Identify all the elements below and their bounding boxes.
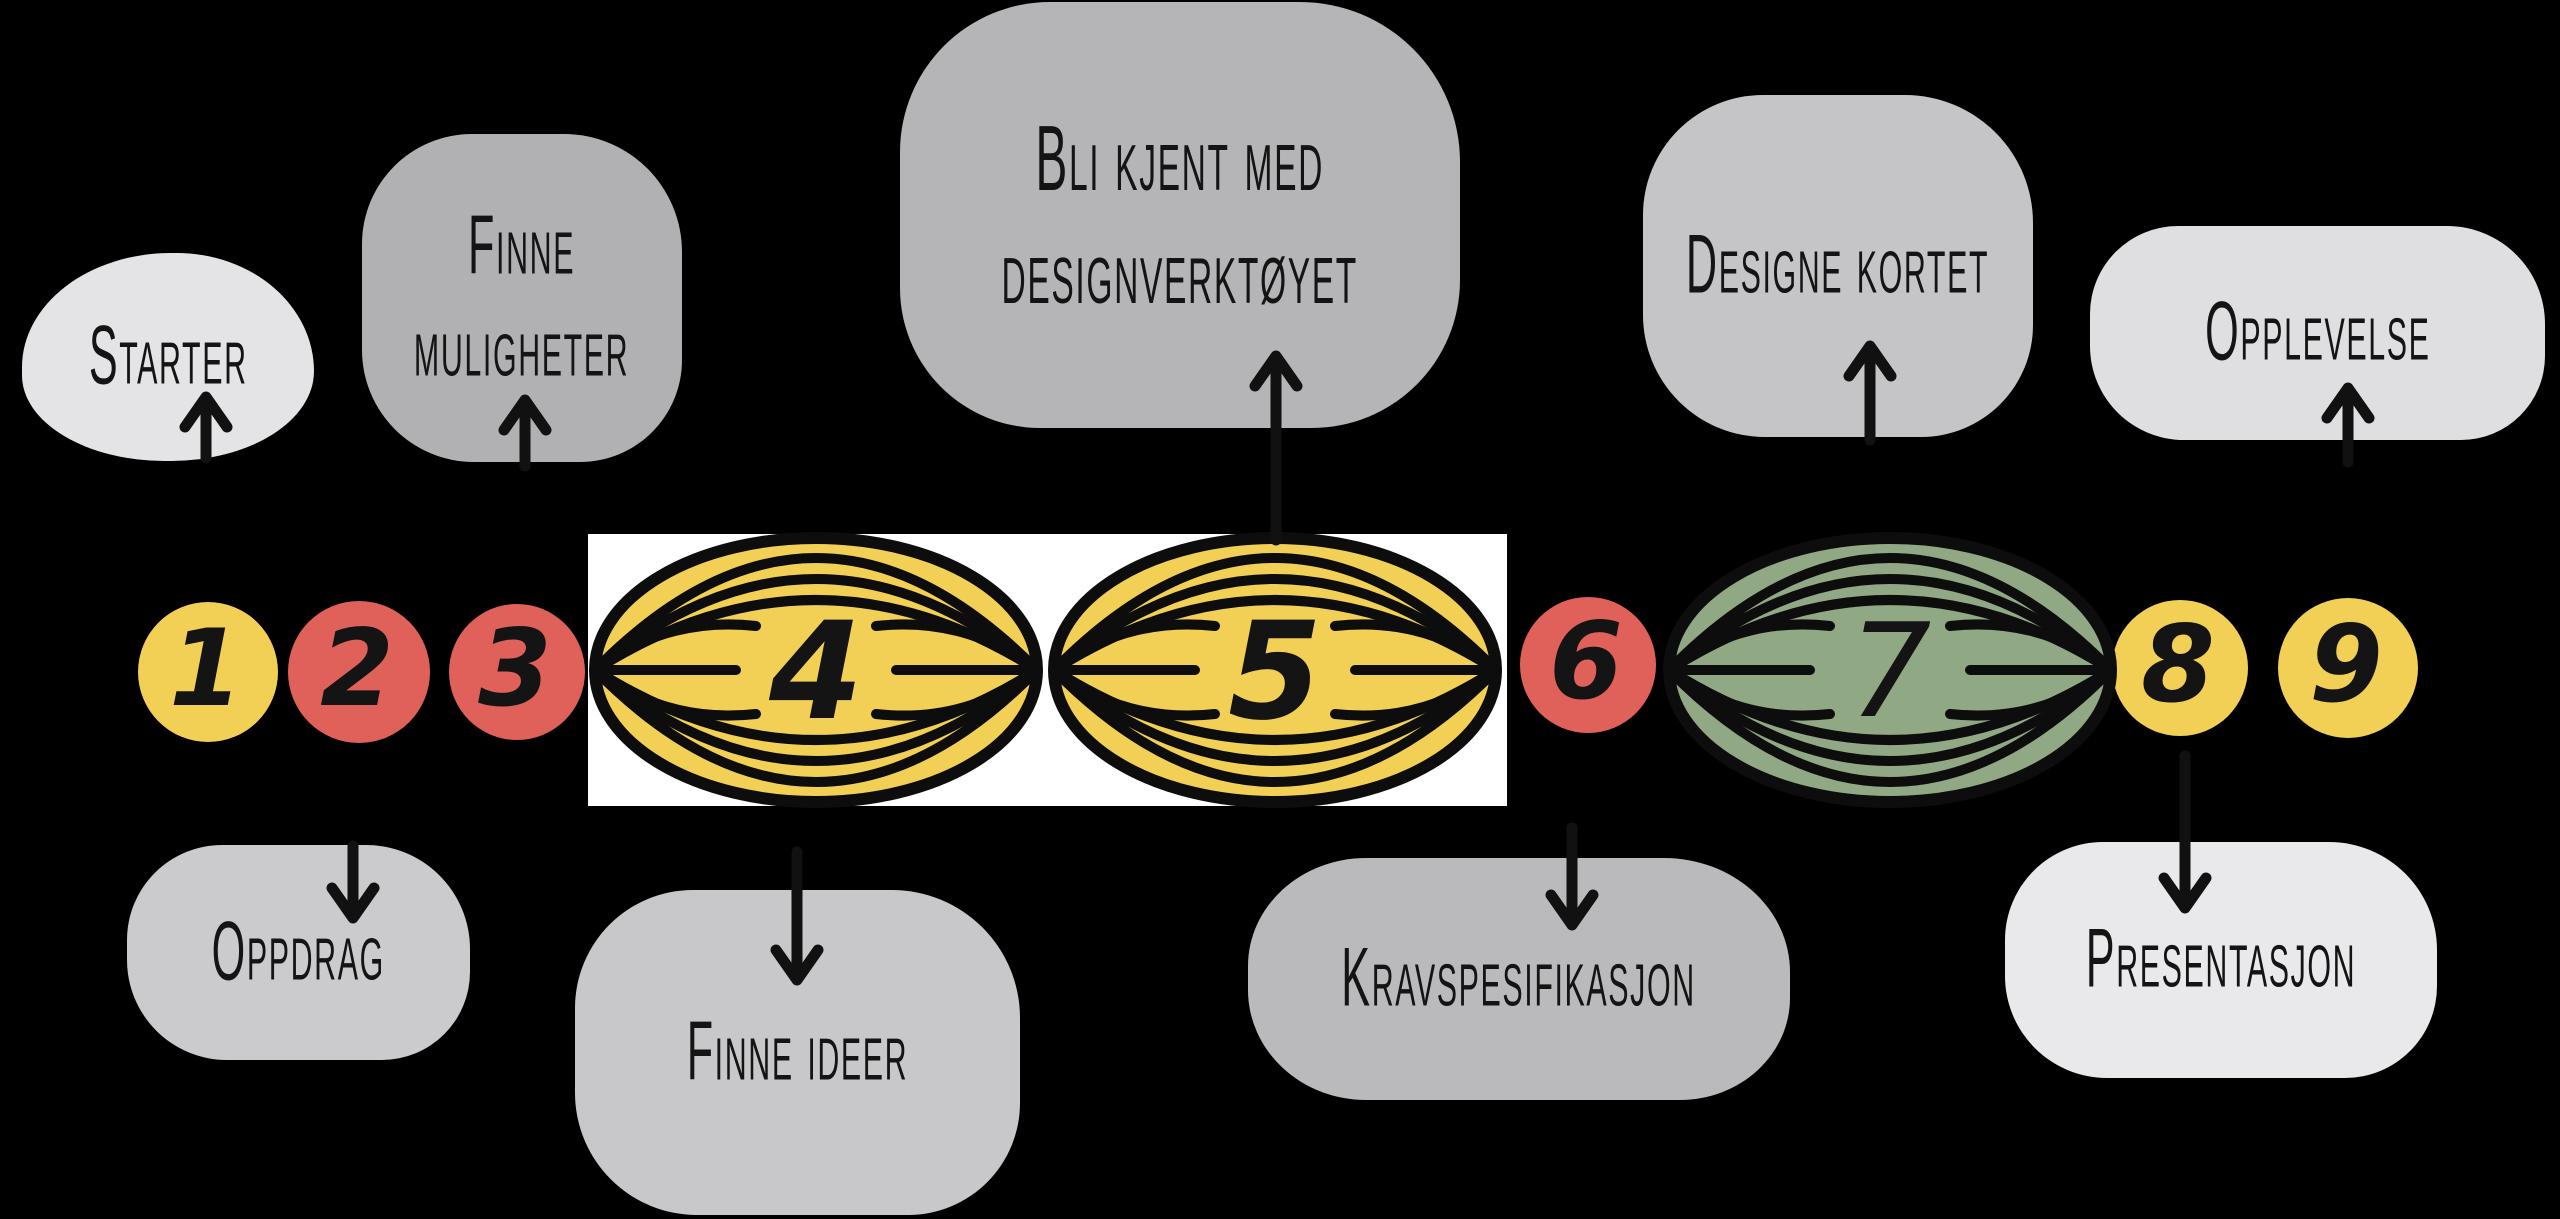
step-3-number: 3 (478, 606, 552, 730)
arrow-step4-to-finne-ideer (770, 846, 824, 986)
label-line: Opplevelse (2204, 285, 2431, 379)
arrow-step7-to-designe-kortet (1843, 340, 1897, 446)
label-line: Presentasjon (2085, 912, 2357, 1006)
step-9-number: 9 (2309, 602, 2383, 726)
step-8-number: 8 (2141, 602, 2215, 726)
step-2-number: 2 (320, 606, 394, 730)
step-1-circle: 1 (138, 602, 278, 742)
arrow-step1-to-starter (179, 391, 233, 464)
label-line: muligheter (414, 301, 630, 395)
label-text: Finne muligheter (414, 196, 629, 400)
step-9-circle: 9 (2278, 598, 2418, 738)
label-text: Opplevelse (2205, 282, 2430, 384)
label-blob-presentasjon: Presentasjon (2005, 842, 2437, 1078)
label-text: Presentasjon (2086, 909, 2356, 1011)
step-6-number: 6 (1549, 599, 1623, 723)
label-line: Designe kortet (1686, 218, 1990, 312)
label-line: Starter (88, 309, 248, 403)
label-line: Kravspesifikasjon (1341, 931, 1697, 1025)
step-5-number: 5 (1228, 593, 1322, 750)
label-text: Designe kortet (1686, 215, 1989, 317)
step-4-number: 4 (768, 593, 863, 750)
label-blob-starter: Starter (22, 253, 314, 461)
arrow-step3-to-finne-muligheter (498, 394, 552, 472)
step-7-number: 7 (1849, 595, 1932, 747)
label-text: Bli kjent med designverktøyet (1002, 102, 1358, 329)
step-6-circle: 6 (1520, 597, 1656, 733)
arrow-step2-to-oppdrag (326, 840, 380, 924)
label-blob-designe-kortet: Designe kortet (1643, 95, 2033, 437)
step-4-lens: 4 (576, 520, 1056, 820)
label-text: Kravspesifikasjon (1342, 928, 1696, 1030)
label-line: Bli kjent med (1035, 106, 1325, 211)
label-line: designverktøyet (1001, 219, 1359, 324)
step-1-number: 1 (169, 606, 243, 730)
label-line: Finne ideer (686, 1004, 909, 1098)
label-blob-oppdrag: Oppdrag (127, 845, 470, 1060)
arrow-step8-to-presentasjon (2158, 750, 2212, 914)
label-blob-finne-muligheter: Finne muligheter (362, 134, 682, 462)
step-8-circle: 8 (2112, 600, 2248, 736)
label-text: Finne ideer (687, 1001, 909, 1103)
step-2-circle: 2 (288, 601, 430, 743)
label-blob-opplevelse: Opplevelse (2090, 226, 2545, 440)
arrow-step9-to-opplevelse (2321, 382, 2375, 468)
label-text: Starter (89, 306, 248, 408)
label-blob-kravspesifikasjon: Kravspesifikasjon (1248, 858, 1790, 1100)
label-blob-bli-kjent-med-designverktoyet: Bli kjent med designverktøyet (900, 2, 1460, 428)
label-line: Finne (468, 198, 576, 292)
arrow-step6-to-kravspesifikasjon (1545, 822, 1599, 931)
step-3-circle: 3 (449, 604, 585, 740)
step-7-lens: 7 (1650, 520, 2130, 820)
arrow-step5-to-bli-kjent-med-designverkt-yet (1249, 350, 1303, 546)
step-5-lens: 5 (1035, 520, 1515, 820)
